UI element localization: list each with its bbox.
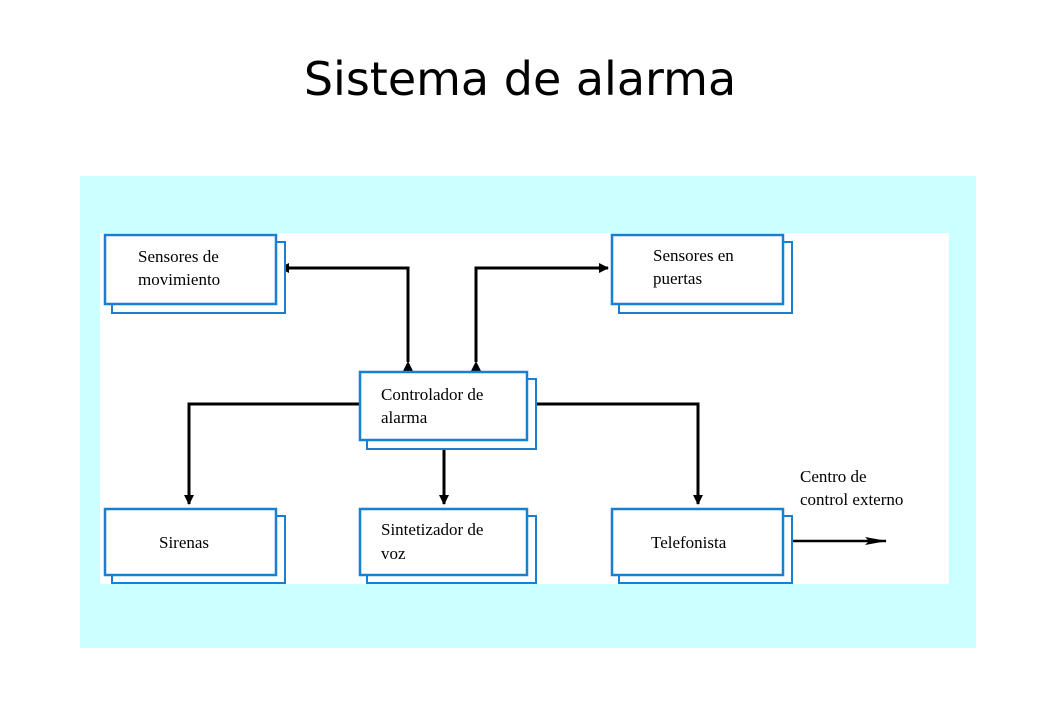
box-sirens: Sirenas [103, 507, 286, 584]
box-motion-sensors-line-1: Sensores de [138, 247, 219, 266]
arrow-controller-telefonista [528, 402, 703, 505]
svg-text:Sensores en: Sensores en [653, 246, 734, 265]
arrow-controller-motion-sensors [279, 263, 413, 371]
box-telephone-operator: Telefonista [610, 507, 793, 584]
arrow-controller-door-sensors [471, 263, 609, 371]
svg-text:Centro de: Centro de [800, 467, 867, 486]
arrow-controller-sirens [184, 402, 359, 505]
svg-text:puertas: puertas [653, 269, 702, 288]
connections [184, 263, 887, 545]
box-motion-sensors: Sensores de movimiento [103, 233, 286, 314]
svg-text:Sirenas: Sirenas [159, 533, 209, 552]
external-label-line-1: Centro de [800, 467, 867, 486]
box-alarm-controller: Controlador de alarma [358, 370, 537, 450]
svg-text:control externo: control externo [800, 490, 903, 509]
external-control-center-label: Centro de control externo [800, 467, 903, 509]
svg-text:alarma: alarma [381, 408, 428, 427]
box-voice-synthesizer: Sintetizador de voz [358, 507, 537, 584]
box-door-sensors: Sensores en puertas [610, 233, 793, 314]
box-sirens-label: Sirenas [159, 533, 209, 552]
box-voice-synthesizer-line-1: Sintetizador de [381, 520, 483, 539]
external-label-line-2: control externo [800, 490, 903, 509]
box-telephone-operator-label: Telefonista [651, 533, 727, 552]
svg-text:Sintetizador de: Sintetizador de [381, 520, 483, 539]
box-voice-synthesizer-line-2: voz [381, 544, 406, 563]
svg-text:movimiento: movimiento [138, 270, 220, 289]
svg-text:Sensores de: Sensores de [138, 247, 219, 266]
svg-text:voz: voz [381, 544, 406, 563]
box-door-sensors-line-1: Sensores en [653, 246, 734, 265]
box-alarm-controller-line-1: Controlador de [381, 385, 483, 404]
box-alarm-controller-line-2: alarma [381, 408, 428, 427]
svg-text:Controlador de: Controlador de [381, 385, 483, 404]
slide-title: Sistema de alarma [303, 52, 737, 106]
box-motion-sensors-line-2: movimiento [138, 270, 220, 289]
svg-text:Telefonista: Telefonista [651, 533, 727, 552]
box-door-sensors-line-2: puertas [653, 269, 702, 288]
